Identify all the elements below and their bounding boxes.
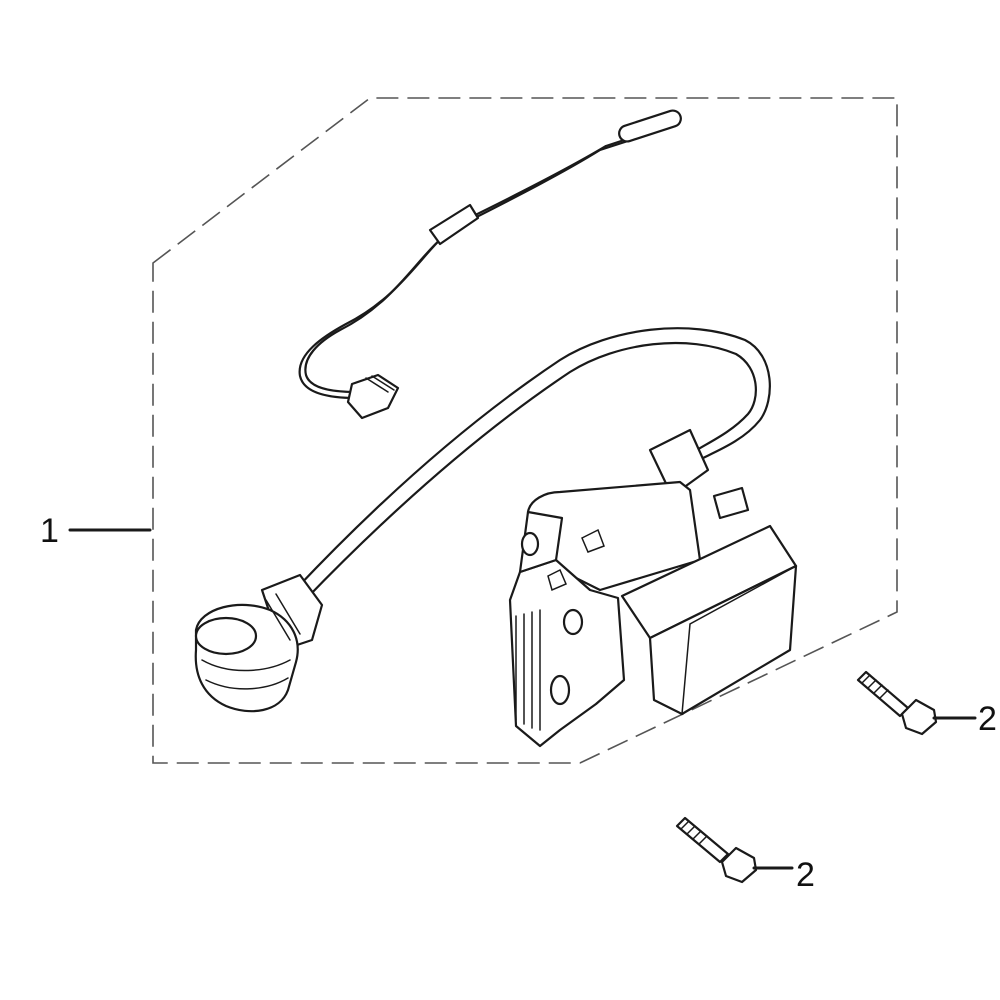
assembly-boundary [152, 97, 898, 764]
primary-lead-wire [298, 109, 682, 420]
flange-bolt-b [675, 816, 758, 884]
callout-number-2a: 2 [978, 700, 997, 738]
callout-number-1: 1 [40, 512, 59, 550]
ignition-coil [508, 480, 798, 748]
high-tension-lead [293, 327, 771, 602]
flange-bolt-a [856, 670, 938, 736]
callout-number-2b: 2 [796, 856, 815, 894]
spark-plug-cap [194, 573, 324, 713]
